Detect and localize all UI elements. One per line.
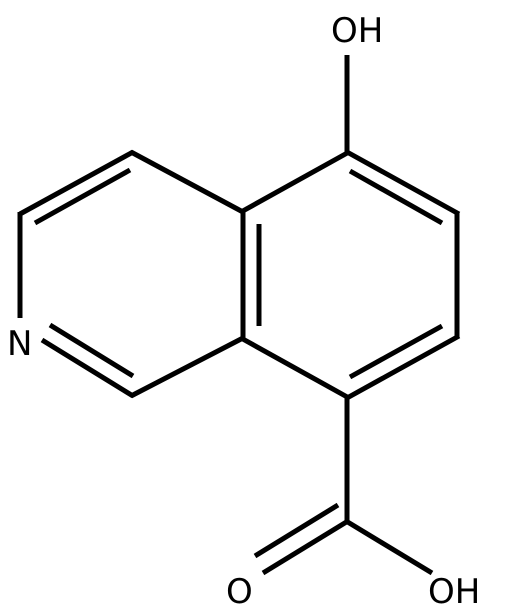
bond-c4-c8a [129,335,245,399]
bond-c1-c2 [18,149,135,217]
atom-label-acid-oh: OH [428,572,480,612]
bond-c5-c6 [345,149,461,217]
bond-c4a-c5 [239,149,351,215]
bond-c1-c4a [129,149,245,215]
bond-c5-c6-inner [348,168,444,226]
bond-c7-c8 [345,333,461,401]
bond-c7-c8-inner [348,323,444,380]
bond-c8-c8a [239,335,351,401]
atom-label-nitrogen: N [7,324,32,364]
bond-c1-c2-inner [33,167,132,226]
bond-carbonyl-double [261,518,350,576]
atom-label-oh-top: OH [331,11,383,51]
bond-n-c4 [40,337,135,399]
atom-label-carbonyl-oxygen: O [226,572,253,612]
bond-carbonyl-double-inner [253,502,340,559]
bond-n-c4-inner [48,322,135,379]
bond-acid-oh [344,518,434,576]
